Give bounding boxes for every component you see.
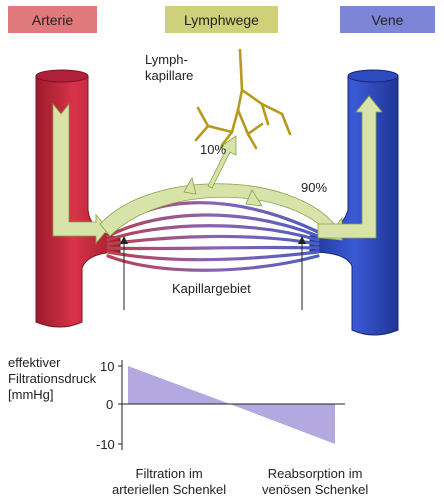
caption-left-line1: Filtration im bbox=[135, 466, 203, 481]
vein-percent: 90% bbox=[301, 180, 328, 195]
lymph-capillary-label: Lymph- kapillare bbox=[145, 52, 193, 84]
flow-arrows bbox=[52, 95, 383, 245]
vene-header-text: Vene bbox=[371, 11, 404, 28]
vein-vessel bbox=[309, 69, 399, 336]
ylabel-line1: effektiver bbox=[8, 355, 61, 370]
artery-vessel bbox=[35, 69, 121, 328]
pressure-graph bbox=[118, 360, 345, 450]
caption-right: Reabsorption im venösen Schenkel bbox=[262, 466, 368, 498]
pressure-area-positive bbox=[128, 366, 230, 404]
tick-label-0: 0 bbox=[106, 397, 114, 412]
lymph-capillary bbox=[194, 48, 292, 150]
tick-label-10: 10 bbox=[100, 359, 115, 374]
lymphwege-header-text: Lymphwege bbox=[184, 11, 259, 28]
lymph-percent: 10% bbox=[200, 142, 227, 157]
arterie-header-text: Arterie bbox=[31, 11, 74, 28]
ylabel-line2: Filtrationsdruck bbox=[8, 371, 97, 386]
graph-ylabel: effektiver Filtrationsdruck [mmHg] bbox=[8, 355, 96, 403]
capillary-network bbox=[106, 201, 320, 272]
ylabel-line3: [mmHg] bbox=[8, 387, 54, 402]
lymphwege-header: Lymphwege bbox=[165, 6, 278, 33]
capillary-area-label: Kapillargebiet bbox=[172, 281, 251, 296]
vene-header: Vene bbox=[340, 6, 435, 33]
arterie-header: Arterie bbox=[8, 6, 97, 33]
caption-left: Filtration im arteriellen Schenkel bbox=[112, 466, 226, 498]
tick-label-minus10: -10 bbox=[96, 437, 115, 452]
caption-right-line1: Reabsorption im bbox=[267, 466, 363, 481]
caption-right-line2: venösen Schenkel bbox=[262, 482, 369, 497]
lymph-label-line1: Lymph- bbox=[145, 52, 188, 67]
lymph-label-line2: kapillare bbox=[145, 68, 194, 83]
pressure-area-negative bbox=[230, 404, 335, 444]
caption-left-line2: arteriellen Schenkel bbox=[112, 482, 227, 497]
